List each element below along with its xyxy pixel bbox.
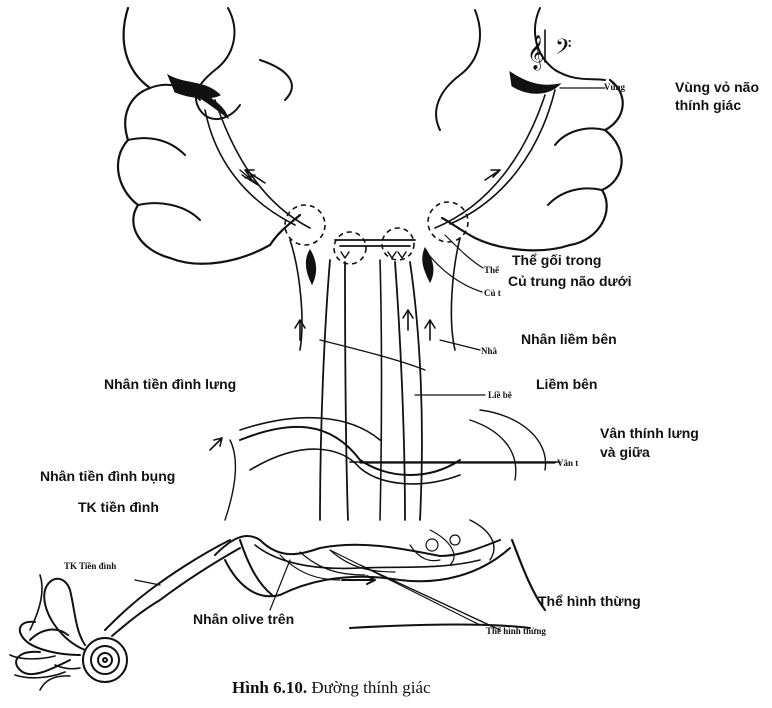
small-label-tk: TK Tiền đình	[64, 561, 116, 571]
vestibular-nerve-label: TK tiền đình	[78, 499, 159, 515]
small-label-cu: Củ t	[484, 288, 501, 298]
ventral-vestibular-nucleus-label: Nhân tiền đình bụng	[40, 468, 175, 484]
small-label-nha: Nhâ	[481, 346, 497, 356]
medial-geniculate-label: Thể gối trong	[512, 252, 601, 268]
figure-caption: Hình 6.10. Đường thính giác	[232, 678, 431, 698]
caption-text: Đường thính giác	[311, 678, 430, 697]
left-hemisphere	[118, 8, 310, 264]
small-label-lie: Liề bê	[488, 390, 512, 400]
auditory-cortex-label: Vùng vỏ não	[675, 79, 759, 95]
auditory-cortex-label-line2: thính giác	[675, 97, 741, 113]
lateral-lemniscus-label: Liềm bên	[536, 376, 597, 392]
dorsal-striae-label: Vân thính lưng	[600, 425, 699, 441]
small-label-van: Vân t	[557, 458, 578, 468]
inferior-colliculus-label: Củ trung não dưới	[508, 273, 632, 289]
small-label-the-hinh: Thể hình thừng	[486, 626, 546, 636]
right-hemisphere: 𝄞 𝄢	[435, 8, 623, 250]
midbrain-region	[285, 202, 468, 520]
caption-number: Hình 6.10.	[232, 678, 307, 697]
dorsal-vestibular-nucleus-label: Nhân tiền đình lưng	[104, 376, 236, 392]
lateral-lemniscus-nucleus-label: Nhân liềm bên	[521, 331, 617, 347]
small-label-the: Thể	[484, 265, 499, 275]
trapezoid-body-label: Thể hình thừng	[538, 593, 641, 609]
treble-clef-icon: 𝄞	[527, 35, 545, 71]
small-label-vung: Vùng	[604, 82, 625, 92]
superior-olive-label: Nhân olive trên	[193, 611, 294, 627]
dorsal-striae-label-line2: và giữa	[600, 444, 650, 460]
lower-brainstem	[210, 410, 560, 630]
bass-clef-icon: 𝄢	[555, 35, 572, 65]
